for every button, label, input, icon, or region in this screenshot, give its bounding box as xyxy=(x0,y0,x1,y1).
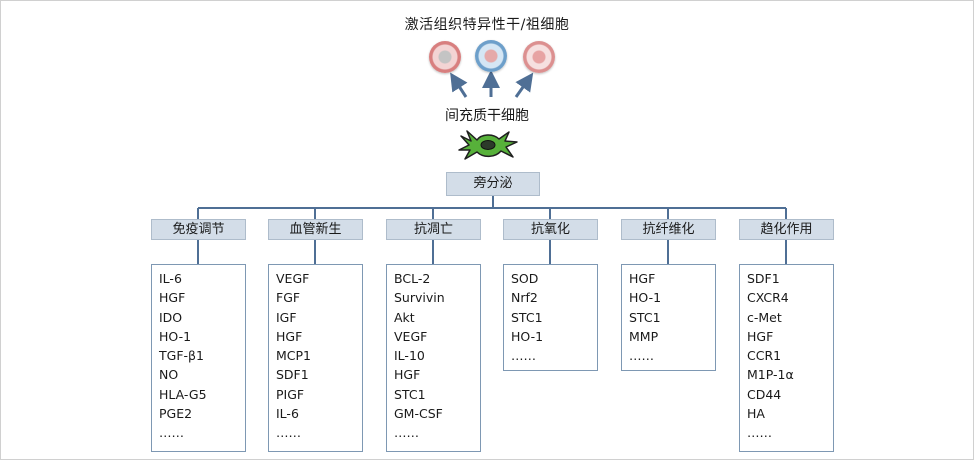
msc-label: 间充质干细胞 xyxy=(445,108,529,124)
category-immunomodulation: 免疫调节 xyxy=(151,219,246,240)
list-item: IL-10 xyxy=(394,348,425,364)
paracrine-box: 旁分泌 xyxy=(446,172,540,196)
list-item: IL-6 xyxy=(276,406,299,422)
list-item: BCL-2 xyxy=(394,271,431,286)
list-item: SOD xyxy=(511,271,539,286)
list-item: STC1 xyxy=(629,309,661,325)
list-item: …… xyxy=(629,348,654,364)
arrow-left xyxy=(450,72,468,98)
list-item: …… xyxy=(747,425,772,441)
list-item: NO xyxy=(159,367,179,383)
list-item: PGE2 xyxy=(159,406,193,422)
list-item: HA xyxy=(747,406,765,422)
list-anti-fibrosis: HGF HO-1 STC1 MMP …… xyxy=(621,264,716,371)
list-item: HO-1 xyxy=(159,328,192,344)
tree-connectors xyxy=(197,196,787,264)
list-item: …… xyxy=(394,425,419,441)
list-item: Survivin xyxy=(394,290,445,306)
arrow-right xyxy=(514,72,534,98)
list-item: IL-6 xyxy=(159,271,182,286)
list-antioxidation: SOD Nrf2 STC1 HO-1 …… xyxy=(503,264,598,371)
list-item: VEGF xyxy=(394,328,428,344)
list-item: CXCR4 xyxy=(747,290,789,306)
list-item: STC1 xyxy=(511,309,543,325)
target-cells-title: 激活组织特异性干/祖细胞 xyxy=(404,17,570,33)
list-item: …… xyxy=(511,348,536,364)
list-item: IGF xyxy=(276,309,297,325)
list-item: MMP xyxy=(629,328,659,344)
list-item: HGF xyxy=(159,290,186,306)
list-angiogenesis: VEGF FGF IGF HGF MCP1 SDF1 PIGF IL-6 …… xyxy=(268,264,363,452)
list-immunomodulation: IL-6 HGF IDO HO-1 TGF-β1 NO HLA-G5 PGE2 … xyxy=(151,264,246,452)
list-anti-apoptosis: BCL-2 Survivin Akt VEGF IL-10 HGF STC1 G… xyxy=(386,264,481,452)
list-item: PIGF xyxy=(276,386,305,402)
list-item: CCR1 xyxy=(747,348,782,364)
progenitor-cell-right xyxy=(523,41,555,73)
list-item: VEGF xyxy=(276,271,310,286)
list-item: HGF xyxy=(276,328,303,344)
list-item: HGF xyxy=(629,271,656,286)
msc-cell-icon xyxy=(458,130,518,160)
list-item: Akt xyxy=(394,309,415,325)
list-item: M1P-1α xyxy=(747,367,794,383)
list-item: SDF1 xyxy=(276,367,309,383)
list-chemotaxis: SDF1 CXCR4 c-Met HGF CCR1 M1P-1α CD44 HA… xyxy=(739,264,834,452)
list-item: CD44 xyxy=(747,386,782,402)
list-item: …… xyxy=(276,425,301,441)
list-item: HO-1 xyxy=(511,328,544,344)
list-item: HO-1 xyxy=(629,290,662,306)
list-item: STC1 xyxy=(394,386,426,402)
list-item: HGF xyxy=(747,328,774,344)
list-item: c-Met xyxy=(747,309,782,325)
list-item: TGF-β1 xyxy=(159,348,204,364)
category-chemotaxis: 趋化作用 xyxy=(739,219,834,240)
list-item: HLA-G5 xyxy=(159,386,207,402)
list-item: SDF1 xyxy=(747,271,780,286)
list-item: MCP1 xyxy=(276,348,312,364)
progenitor-cell-left xyxy=(429,41,461,73)
category-anti-fibrosis: 抗纤维化 xyxy=(621,219,716,240)
category-anti-apoptosis: 抗凋亡 xyxy=(386,219,481,240)
list-item: IDO xyxy=(159,309,183,325)
list-item: Nrf2 xyxy=(511,290,538,306)
list-item: …… xyxy=(159,425,184,441)
list-item: GM-CSF xyxy=(394,406,443,422)
list-item: FGF xyxy=(276,290,301,306)
category-antioxidation: 抗氧化 xyxy=(503,219,598,240)
progenitor-cell-middle xyxy=(475,40,507,72)
category-angiogenesis: 血管新生 xyxy=(268,219,363,240)
list-item: HGF xyxy=(394,367,421,383)
